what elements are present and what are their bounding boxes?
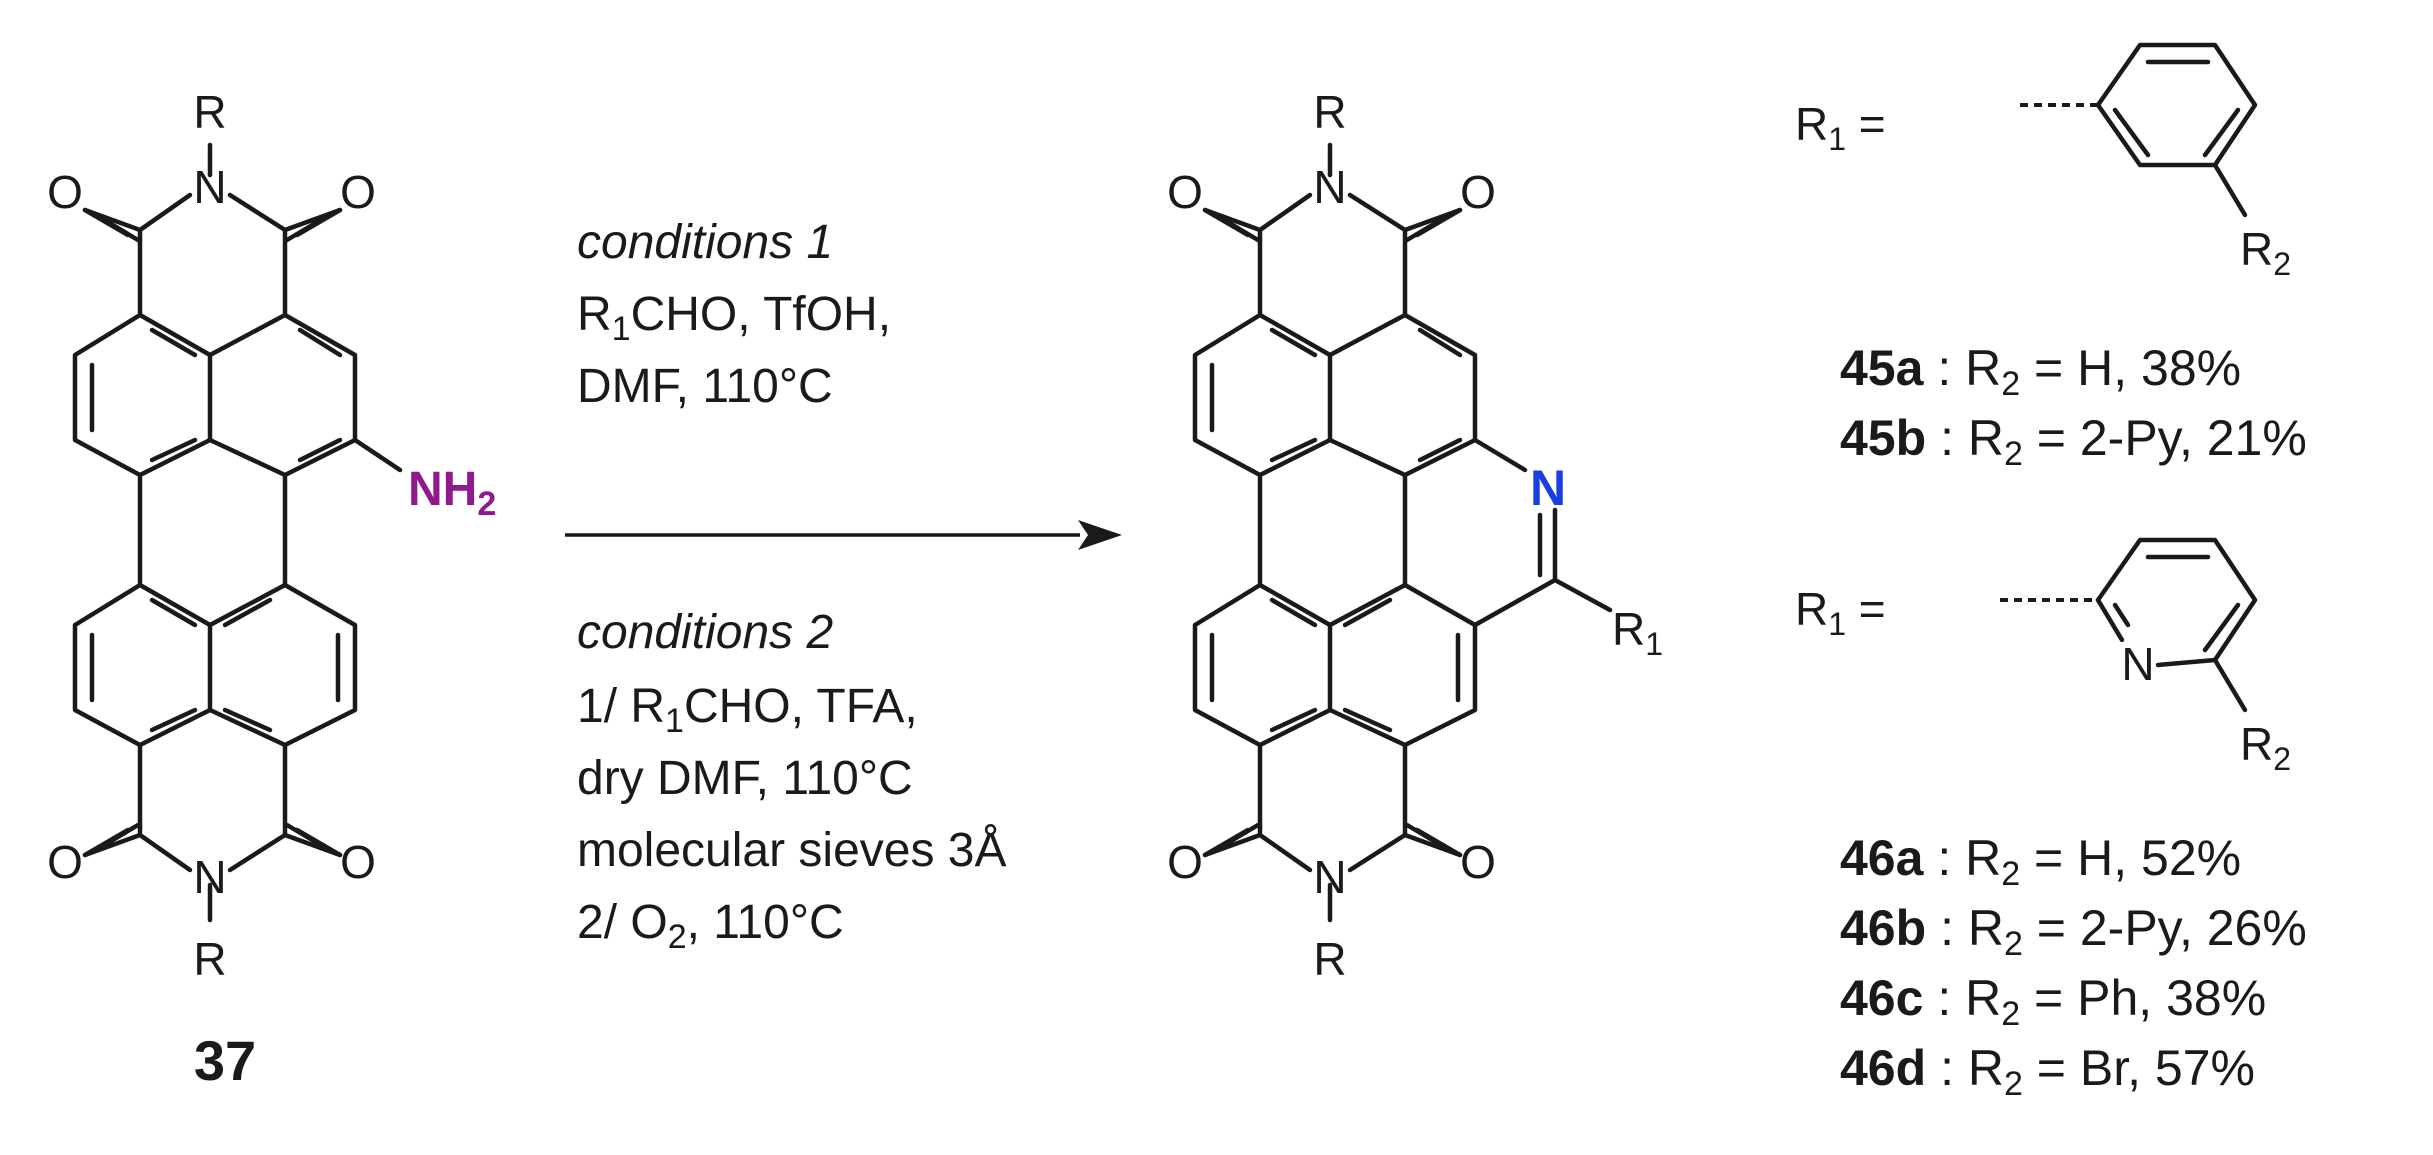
conditions1-heading: conditions 1 xyxy=(577,216,833,269)
reactant-carbonyl-o-bottom-left: O xyxy=(47,836,83,888)
product-molecule: R N O O N O O R N R1 xyxy=(1167,86,1663,985)
result-46a: 46a : R2 = H, 52% xyxy=(1840,830,2241,893)
conditions1-line2: DMF, 110°C xyxy=(577,360,833,413)
product-imide-n-top: N xyxy=(1313,161,1346,213)
product-pyridine-n: N xyxy=(1530,460,1566,516)
reactant-carbonyl-o-top-right: O xyxy=(340,166,376,218)
result-46d: 46d : R2 = Br, 57% xyxy=(1840,1040,2255,1103)
conditions2-line4: 2/ O2, 110°C xyxy=(577,896,844,956)
result-45b: 45b : R2 = 2-Py, 21% xyxy=(1840,410,2307,473)
pyridyl-ring xyxy=(2095,537,2258,713)
result-45a: 45a : R2 = H, 38% xyxy=(1840,340,2241,403)
reactant-imide-n-bottom: N xyxy=(193,851,226,903)
reactant-r-bottom: R xyxy=(193,933,226,985)
result-46b: 46b : R2 = 2-Py, 26% xyxy=(1840,900,2307,963)
conditions2-line2: dry DMF, 110°C xyxy=(577,752,913,805)
reactant-carbonyl-o-top-left: O xyxy=(47,166,83,218)
reactant-molecule-37: R N O O N O O R NH2 37 xyxy=(47,86,496,1092)
product-carbonyl-o-bottom-left: O xyxy=(1167,836,1203,888)
r1-definition-pyridyl: R1 = N R2 46a : R2 = H, 52% 46b : R2 = 2… xyxy=(1795,537,2307,1103)
phenyl-r1-equals: R1 = xyxy=(1795,98,1886,157)
conditions2-heading: conditions 2 xyxy=(577,606,833,659)
reaction-arrow-head xyxy=(1078,520,1122,550)
product-r-top: R xyxy=(1313,86,1346,138)
phenyl-ring xyxy=(2095,42,2258,218)
pyridyl-r2-label: R2 xyxy=(2240,718,2291,777)
conditions1-line1: R1CHO, TfOH, xyxy=(577,288,891,348)
reactant-carbonyl-bonds xyxy=(82,207,343,858)
pyridyl-ring-n: N xyxy=(2121,638,2154,690)
product-carbonyl-o-top-right: O xyxy=(1460,166,1496,218)
product-imide-n-bottom: N xyxy=(1313,851,1346,903)
r1-definition-phenyl: R1 = R2 45a : R2 = H, 38% 45b : R2 = 2-P… xyxy=(1795,42,2307,473)
product-double-bonds xyxy=(1202,207,1543,858)
conditions2-line1: 1/ R1CHO, TFA, xyxy=(577,680,918,740)
reactant-double-bonds xyxy=(82,207,343,858)
compound-number-37: 37 xyxy=(194,1029,256,1092)
product-single-bonds xyxy=(1192,142,1613,923)
product-carbonyl-bonds xyxy=(1202,207,1463,858)
conditions2-line3: molecular sieves 3Å xyxy=(577,824,1007,877)
product-r1-label: R1 xyxy=(1612,603,1663,662)
reaction-arrow-group: conditions 1 R1CHO, TfOH, DMF, 110°C con… xyxy=(565,216,1122,956)
reactant-carbonyl-o-bottom-right: O xyxy=(340,836,376,888)
result-46c: 46c : R2 = Ph, 38% xyxy=(1840,970,2266,1033)
reactant-imide-n-top: N xyxy=(193,161,226,213)
reactant-amine-label: NH2 xyxy=(408,463,496,523)
product-r-bottom: R xyxy=(1313,933,1346,985)
reactant-r-top: R xyxy=(193,86,226,138)
pyridyl-r1-equals: R1 = xyxy=(1795,583,1886,642)
product-carbonyl-o-top-left: O xyxy=(1167,166,1203,218)
reactant-single-bonds xyxy=(72,142,403,923)
phenyl-r2-label: R2 xyxy=(2240,223,2291,282)
product-carbonyl-o-bottom-right: O xyxy=(1460,836,1496,888)
